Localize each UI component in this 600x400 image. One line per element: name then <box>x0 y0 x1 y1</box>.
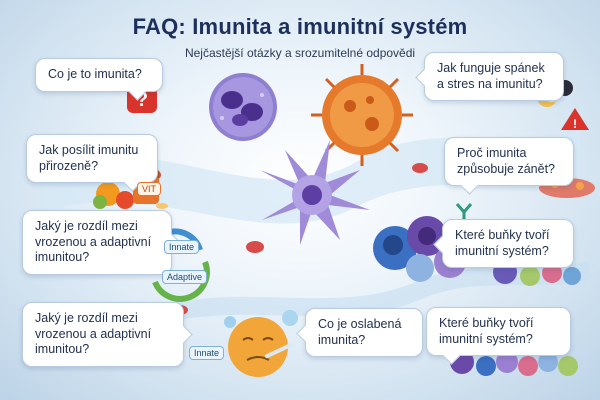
granulocyte-cell-icon <box>209 73 277 141</box>
sick-face-icon <box>224 310 298 377</box>
faq-bubble-innate-vs-adaptive-2[interactable]: Jaký je rozdíl mezi vrozenou a adaptivní… <box>22 302 184 367</box>
page-title: FAQ: Imunita a imunitní systém <box>132 14 468 39</box>
warning-icon: ! <box>561 108 589 131</box>
faq-bubble-boost-naturally[interactable]: Jak posílit imunitu přirozeně? <box>26 134 158 184</box>
faq-bubble-what-is-immunity[interactable]: Co je to imunita? <box>35 58 163 92</box>
virus-icon <box>311 64 413 166</box>
faq-bubble-cells-2[interactable]: Které buňky tvoří imunitní systém? <box>426 307 571 357</box>
faq-bubble-inflammation[interactable]: Proč imunita způsobuje zánět? <box>444 137 574 187</box>
innate-small-label: Innate <box>189 346 225 360</box>
page-subtitle: Nejčastější otázky a srozumitelné odpově… <box>184 46 416 60</box>
faq-bubble-innate-vs-adaptive-1[interactable]: Jaký je rozdíl mezi vrozenou a adaptivní… <box>22 210 172 275</box>
faq-bubble-sleep-stress[interactable]: Jak funguje spánek a stres na imunitu? <box>424 52 564 102</box>
innate-label: Innate <box>164 240 200 254</box>
vitamin-label: VIT <box>137 182 162 196</box>
faq-bubble-cells-1[interactable]: Které buňky tvoří imunitní systém? <box>442 219 574 269</box>
adaptive-label: Adaptive <box>162 270 208 284</box>
faq-bubble-weakened-immunity[interactable]: Co je oslabená imunita? <box>305 308 423 358</box>
dendritic-cell-icon <box>260 140 370 245</box>
svg-text:!: ! <box>573 117 577 131</box>
